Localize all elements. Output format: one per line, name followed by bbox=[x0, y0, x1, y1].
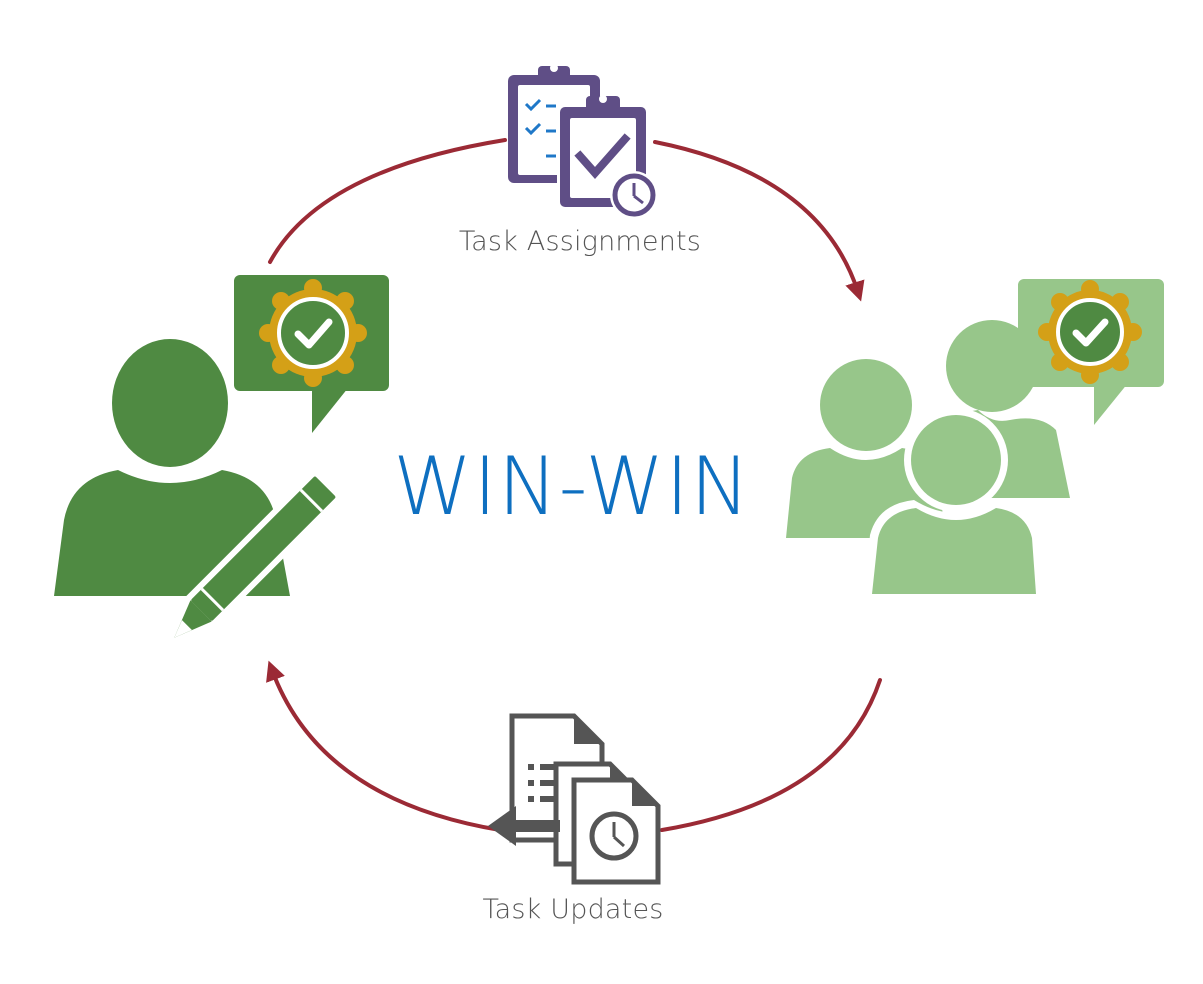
arc-top-left bbox=[268, 138, 507, 264]
clipboard-checklist-icon bbox=[508, 64, 658, 219]
left-approval-bubble bbox=[234, 275, 389, 433]
arc-bottom-left-arrow bbox=[266, 660, 502, 832]
task-updates-label: Task Updates bbox=[482, 894, 664, 925]
center-title: WIN-WIN bbox=[393, 440, 751, 533]
cycle-arrows bbox=[266, 138, 882, 832]
arc-top-right-arrow bbox=[653, 140, 865, 302]
arc-bottom-right bbox=[660, 678, 882, 832]
documents-clock-icon bbox=[488, 713, 661, 885]
user-group-icon bbox=[786, 320, 1070, 598]
right-approval-bubble bbox=[1018, 279, 1164, 425]
approval-badge-icon bbox=[1038, 280, 1142, 384]
task-assignments-label: Task Assignments bbox=[458, 226, 702, 257]
person-with-pencil-icon bbox=[54, 339, 344, 647]
approval-badge-icon bbox=[259, 279, 367, 387]
